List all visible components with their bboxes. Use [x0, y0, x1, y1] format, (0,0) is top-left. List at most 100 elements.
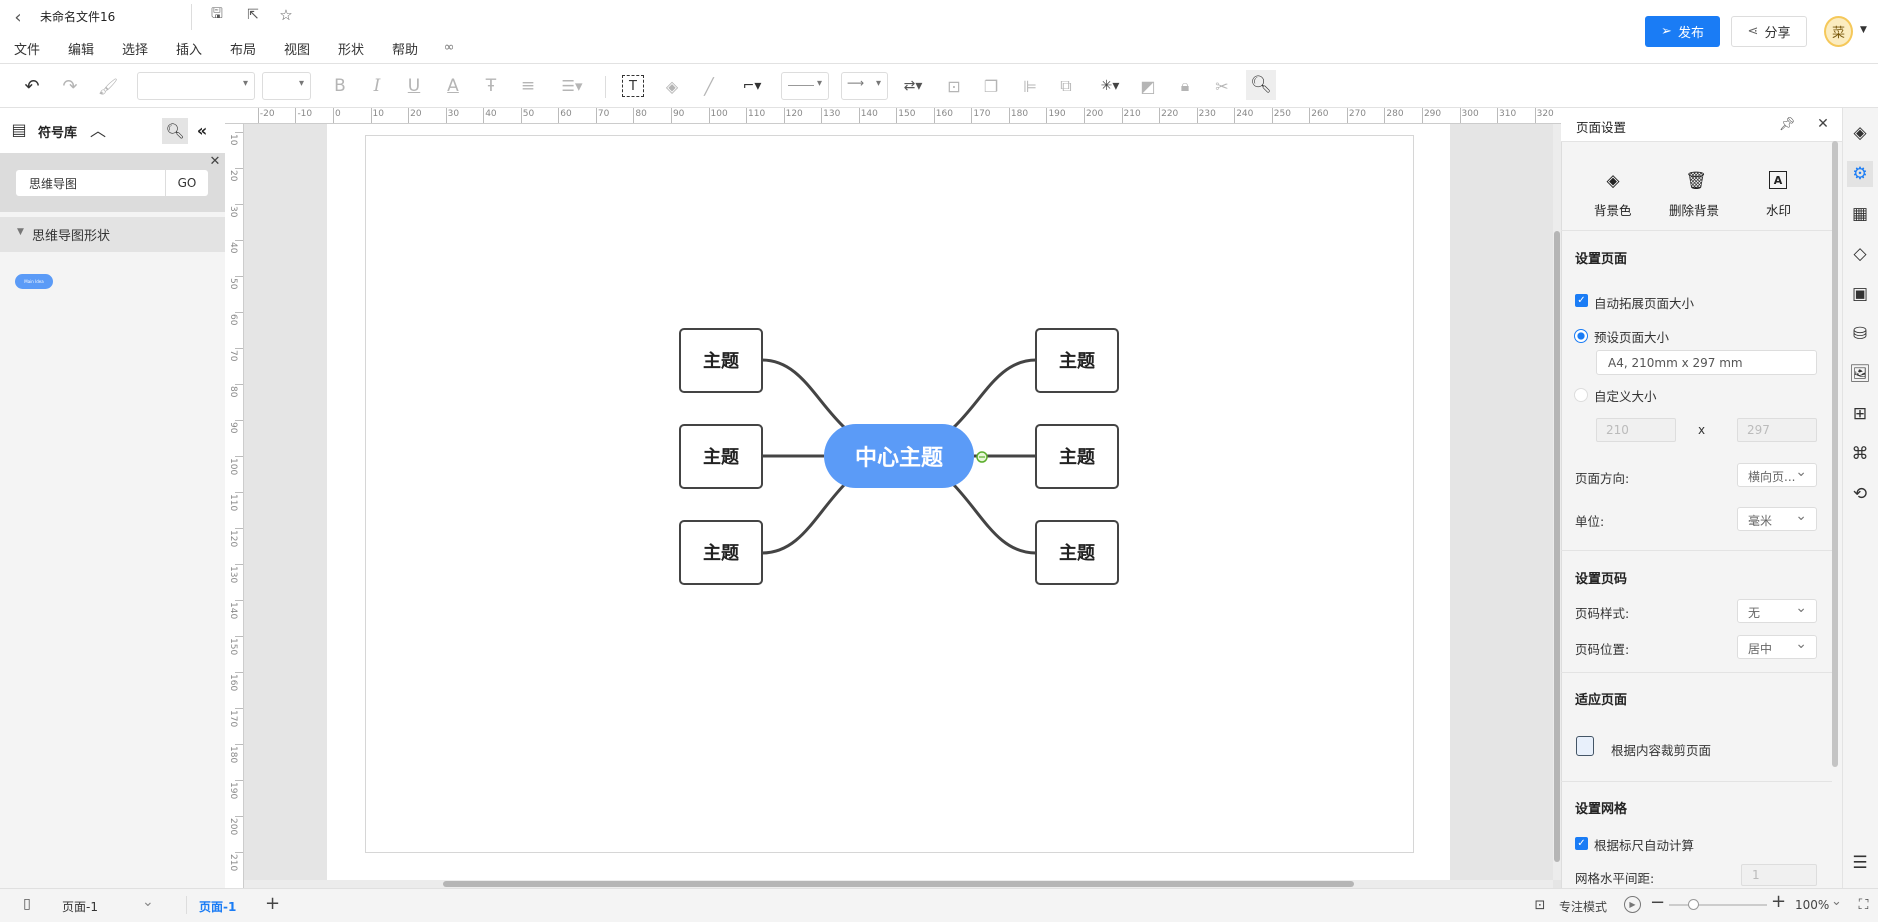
- menu-select[interactable]: 选择: [122, 43, 149, 58]
- trash-icon[interactable]: 🗑︎: [1685, 171, 1707, 191]
- custom-width-input[interactable]: 210: [1596, 418, 1676, 442]
- custom-height-input[interactable]: 297: [1737, 418, 1817, 442]
- collapse-up-icon[interactable]: ︿: [89, 121, 106, 140]
- layout-icon[interactable]: ▦: [1851, 204, 1869, 224]
- image-icon[interactable]: 🖼︎: [1849, 364, 1871, 384]
- library-search-icon[interactable]: 🔍︎: [162, 118, 188, 144]
- menu-file[interactable]: 文件: [14, 43, 41, 58]
- zoom-chevron-icon[interactable]: ⌄: [1831, 894, 1842, 909]
- close-panel-icon[interactable]: ✕: [1817, 116, 1829, 132]
- presentation-icon[interactable]: ▣: [1851, 284, 1869, 304]
- category-header[interactable]: [0, 217, 225, 252]
- history-icon[interactable]: ⟲: [1852, 484, 1868, 504]
- zoom-slider[interactable]: [1669, 899, 1767, 910]
- data-icon[interactable]: ⛁: [1852, 324, 1868, 344]
- crop-page-icon[interactable]: [1576, 736, 1594, 756]
- page[interactable]: [327, 124, 1450, 880]
- page-settings-icon[interactable]: ⚙: [1847, 161, 1873, 187]
- text-box-icon[interactable]: T: [622, 75, 644, 97]
- grid-horizontal-spacing-input[interactable]: 1: [1741, 864, 1817, 886]
- menu-help[interactable]: 帮助: [392, 43, 419, 58]
- arrow-style-select[interactable]: ⟶: [841, 72, 888, 100]
- settings-list-icon[interactable]: ☰: [1852, 853, 1868, 873]
- watermark-button[interactable]: 水印: [1766, 203, 1792, 218]
- grid-auto-label[interactable]: 根据标尺自动计算: [1594, 838, 1695, 853]
- auto-expand-label[interactable]: 自动拓展页面大小: [1594, 296, 1695, 311]
- fit-page-icon[interactable]: ⊡: [1534, 897, 1546, 913]
- go-button[interactable]: GO: [165, 170, 208, 196]
- font-family-select[interactable]: [137, 72, 255, 100]
- page-list-icon[interactable]: ▯: [23, 896, 31, 912]
- zoom-out-icon[interactable]: −: [1650, 892, 1666, 913]
- layers-icon[interactable]: ◇: [1853, 244, 1867, 264]
- style-icon[interactable]: ◈: [1853, 123, 1867, 143]
- group-icon[interactable]: ⧉: [1060, 76, 1072, 95]
- horizontal-scrollbar[interactable]: [244, 880, 1553, 888]
- library-search-input[interactable]: 思维导图: [16, 170, 165, 196]
- send-back-icon[interactable]: ❐: [983, 76, 999, 96]
- components-icon[interactable]: ⊞: [1852, 404, 1868, 424]
- bring-front-icon[interactable]: ⊡: [947, 76, 961, 96]
- mindmap-structure-icon[interactable]: ⌘: [1851, 444, 1869, 464]
- underline-icon[interactable]: U: [407, 76, 421, 96]
- category-label[interactable]: 思维导图形状: [32, 229, 111, 244]
- back-icon[interactable]: ‹: [14, 6, 22, 28]
- bold-icon[interactable]: B: [334, 76, 346, 96]
- format-painter-icon[interactable]: 🖌: [97, 76, 119, 96]
- background-color-icon[interactable]: ◈: [1606, 171, 1620, 191]
- menu-edit[interactable]: 编辑: [68, 43, 95, 58]
- preset-size-radio[interactable]: [1574, 329, 1588, 343]
- vertical-scrollbar[interactable]: [1553, 124, 1561, 880]
- zoom-slider-handle[interactable]: [1688, 899, 1699, 910]
- focus-mode-button[interactable]: 专注模式: [1559, 900, 1608, 914]
- align-icon[interactable]: ≡: [520, 76, 536, 96]
- main-idea-shape[interactable]: Main Idea: [15, 274, 53, 289]
- background-color-button[interactable]: 背景色: [1594, 203, 1632, 218]
- fullscreen-icon[interactable]: ⛶: [1858, 896, 1869, 913]
- page-select[interactable]: 页面-1: [62, 900, 98, 914]
- zoom-in-icon[interactable]: +: [1771, 891, 1787, 912]
- grid-auto-checkbox[interactable]: ✓: [1575, 837, 1588, 850]
- menu-layout[interactable]: 布局: [230, 43, 257, 58]
- panel-scrollbar-thumb[interactable]: [1832, 141, 1838, 767]
- lock-icon[interactable]: 🔒︎: [1180, 76, 1190, 95]
- line-spacing-icon[interactable]: ☰▾: [561, 77, 583, 95]
- align-objects-icon[interactable]: ⊫: [1023, 76, 1037, 96]
- pin-icon[interactable]: 📌︎: [1778, 116, 1796, 132]
- connector-icon[interactable]: ⌐▾: [742, 78, 762, 94]
- collapse-panel-icon[interactable]: «: [196, 120, 208, 140]
- avatar-dropdown-icon[interactable]: ▼: [1860, 25, 1867, 35]
- menu-view[interactable]: 视图: [284, 43, 311, 58]
- line-style-select[interactable]: [781, 72, 829, 100]
- document-title[interactable]: 未命名文件16: [40, 10, 116, 24]
- zoom-level[interactable]: 100%: [1795, 898, 1830, 912]
- add-page-icon[interactable]: +: [265, 893, 281, 914]
- tools-icon[interactable]: ✂: [1215, 76, 1229, 96]
- export-icon[interactable]: ⇱: [247, 7, 259, 23]
- close-search-icon[interactable]: ✕: [209, 153, 221, 169]
- undo-icon[interactable]: ↶: [24, 75, 40, 97]
- menu-insert[interactable]: 插入: [176, 43, 203, 58]
- star-icon[interactable]: ☆: [279, 6, 293, 24]
- crop-to-content-button[interactable]: 根据内容裁剪页面: [1611, 743, 1712, 758]
- custom-size-radio[interactable]: [1574, 388, 1588, 402]
- horizontal-scrollbar-thumb[interactable]: [443, 881, 1354, 887]
- menu-shape[interactable]: 形状: [338, 43, 365, 58]
- save-icon[interactable]: 🖫: [211, 6, 223, 22]
- preset-size-select[interactable]: A4, 210mm x 297 mm: [1596, 350, 1817, 375]
- unit-select[interactable]: 毫米: [1737, 507, 1817, 531]
- page-select-chevron-icon[interactable]: ⌄: [142, 894, 154, 910]
- line-jump-icon[interactable]: ⇄▾: [903, 78, 923, 94]
- line-color-icon[interactable]: ╱: [704, 76, 714, 96]
- font-color-icon[interactable]: A: [447, 76, 459, 96]
- share-button[interactable]: ⋖分享: [1731, 16, 1807, 47]
- edit-shape-icon[interactable]: ◩: [1140, 76, 1156, 96]
- auto-expand-checkbox[interactable]: ✓: [1575, 294, 1588, 307]
- redo-icon[interactable]: ↷: [62, 75, 78, 97]
- delete-background-button[interactable]: 删除背景: [1669, 203, 1720, 218]
- italic-icon[interactable]: I: [373, 76, 381, 96]
- search-icon[interactable]: 🔍︎: [1246, 70, 1276, 100]
- avatar[interactable]: 菜: [1824, 16, 1853, 47]
- page-number-style-select[interactable]: 无: [1737, 599, 1817, 623]
- play-icon[interactable]: ▶: [1624, 896, 1641, 913]
